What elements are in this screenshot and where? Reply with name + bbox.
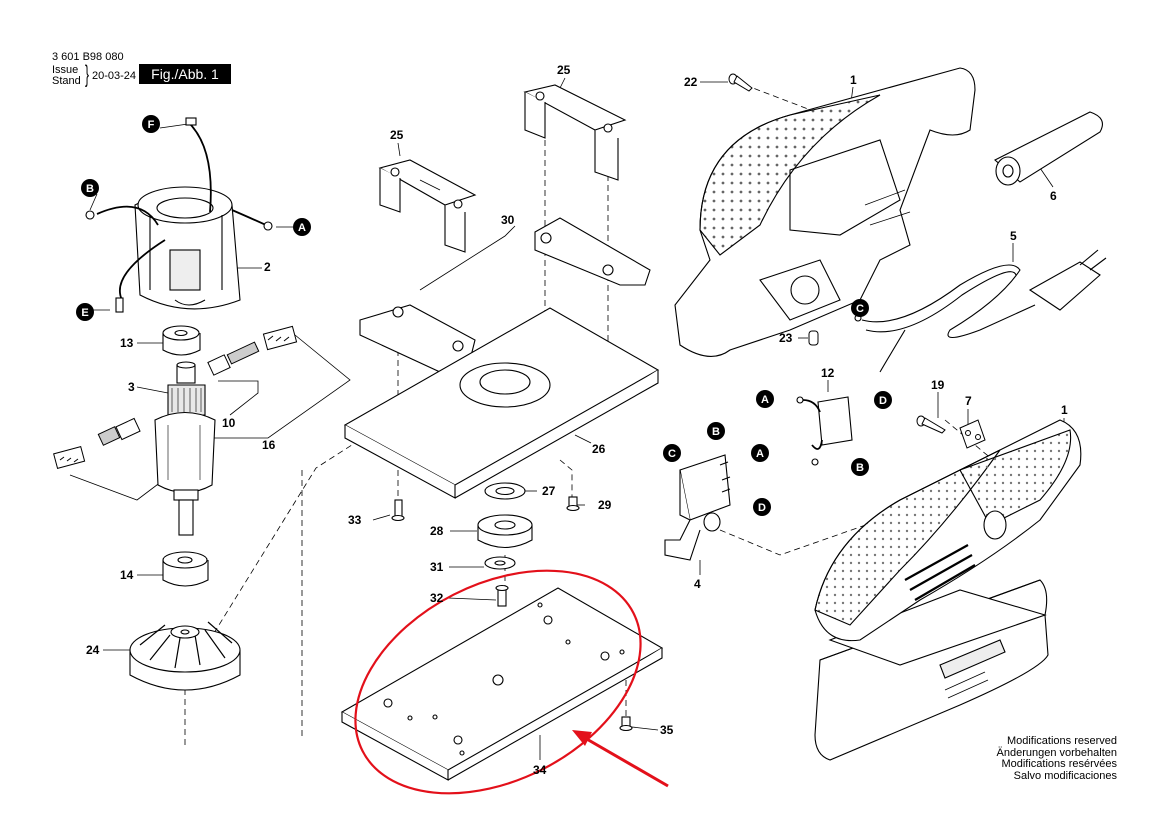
connector-C: C <box>663 444 681 462</box>
screw-22 <box>728 73 753 92</box>
callout-19: 19 <box>931 378 945 392</box>
connector-D: D <box>753 498 771 516</box>
callout-32: 32 <box>430 591 444 605</box>
svg-text:C: C <box>856 303 864 315</box>
callout-1-top: 1 <box>850 73 857 87</box>
connector-A: A <box>293 218 311 236</box>
connector-D: D <box>874 391 892 409</box>
highlight-marker <box>354 569 669 795</box>
callout-12: 12 <box>821 366 835 380</box>
issue-label: Issue <box>52 64 79 76</box>
switch <box>664 454 731 561</box>
callout-28: 28 <box>430 524 444 538</box>
svg-text:A: A <box>298 222 306 234</box>
modifications-line: Salvo modificaciones <box>1013 769 1117 782</box>
svg-text:C: C <box>668 448 676 460</box>
callout-16: 16 <box>262 438 276 452</box>
modifications-line: Modifications resérvées <box>1001 758 1117 770</box>
modifications-line: Änderungen vorbehalten <box>996 746 1117 759</box>
callout-25-right: 25 <box>557 63 571 77</box>
callout-10: 10 <box>222 416 236 430</box>
callout-14: 14 <box>120 568 134 582</box>
callout-23: 23 <box>779 331 793 345</box>
callout-27: 27 <box>542 484 556 498</box>
armature <box>154 361 216 536</box>
connector-B: B <box>81 179 99 197</box>
svg-text:A: A <box>756 448 764 460</box>
issue-date: 20-03-24 <box>92 70 137 82</box>
highlight-ellipse <box>354 569 642 795</box>
callout-22: 22 <box>684 75 698 89</box>
callout-35: 35 <box>660 723 674 737</box>
fasteners <box>391 482 633 732</box>
power-cable <box>854 249 1107 373</box>
field-coil <box>85 117 273 313</box>
connector-A: A <box>756 390 774 408</box>
assembled-sander <box>814 419 1082 761</box>
housing-half <box>674 67 976 357</box>
callout-2: 2 <box>264 260 271 274</box>
svg-text:B: B <box>856 462 864 474</box>
fan <box>129 621 241 691</box>
callout-31: 31 <box>430 560 444 574</box>
sanding-pad <box>340 587 664 781</box>
figure-label: Fig./Abb. 1 <box>139 64 231 84</box>
callout-5: 5 <box>1010 229 1017 243</box>
connector-F: F <box>142 115 160 133</box>
highlight-arrow-head <box>572 730 592 746</box>
suppressor <box>796 396 853 466</box>
modifications-note: Modifications reserved Änderungen vorbeh… <box>996 735 1117 782</box>
connector-B: B <box>707 422 725 440</box>
part-number: 3 601 B98 080 <box>52 51 124 63</box>
callout-6: 6 <box>1050 189 1057 203</box>
callout-30: 30 <box>501 213 515 227</box>
connector-A: A <box>751 444 769 462</box>
svg-text:D: D <box>758 502 766 514</box>
highlight-arrow-shaft <box>584 736 669 788</box>
callout-7: 7 <box>965 394 972 408</box>
issue-brace: } <box>85 61 90 88</box>
callout-25-left: 25 <box>390 128 404 142</box>
bearing-13 <box>162 325 201 356</box>
callout-24: 24 <box>86 643 100 657</box>
connector-E: E <box>76 303 94 321</box>
bracket-25-right <box>523 84 627 181</box>
base-plate <box>343 307 660 499</box>
svg-text:E: E <box>81 307 88 319</box>
part-callouts: 2 13 3 10 16 14 24 25 25 30 26 27 28 31 … <box>86 63 1068 777</box>
modifications-line: Modifications reserved <box>1006 735 1117 747</box>
bracket-25-left <box>378 159 477 253</box>
callout-34: 34 <box>533 763 547 777</box>
callout-33: 33 <box>348 513 362 527</box>
svg-text:F: F <box>148 119 155 131</box>
connector-B: B <box>851 458 869 476</box>
callout-26: 26 <box>592 442 606 456</box>
callout-3: 3 <box>128 380 135 394</box>
svg-text:D: D <box>879 395 887 407</box>
bearing-14 <box>162 551 209 587</box>
callout-13: 13 <box>120 336 134 350</box>
connector-C: C <box>851 299 869 317</box>
svg-text:B: B <box>712 426 720 438</box>
brush-parts <box>53 325 298 469</box>
cable-sleeve <box>994 111 1103 186</box>
callout-1-bottom: 1 <box>1061 403 1068 417</box>
svg-text:B: B <box>86 183 94 195</box>
callout-4: 4 <box>694 577 701 591</box>
stand-label: Stand <box>52 75 81 87</box>
small-parts <box>808 330 986 449</box>
svg-text:A: A <box>761 394 769 406</box>
callout-29: 29 <box>598 498 612 512</box>
connector-badges: F B A E C D A B B C A D <box>76 115 892 516</box>
